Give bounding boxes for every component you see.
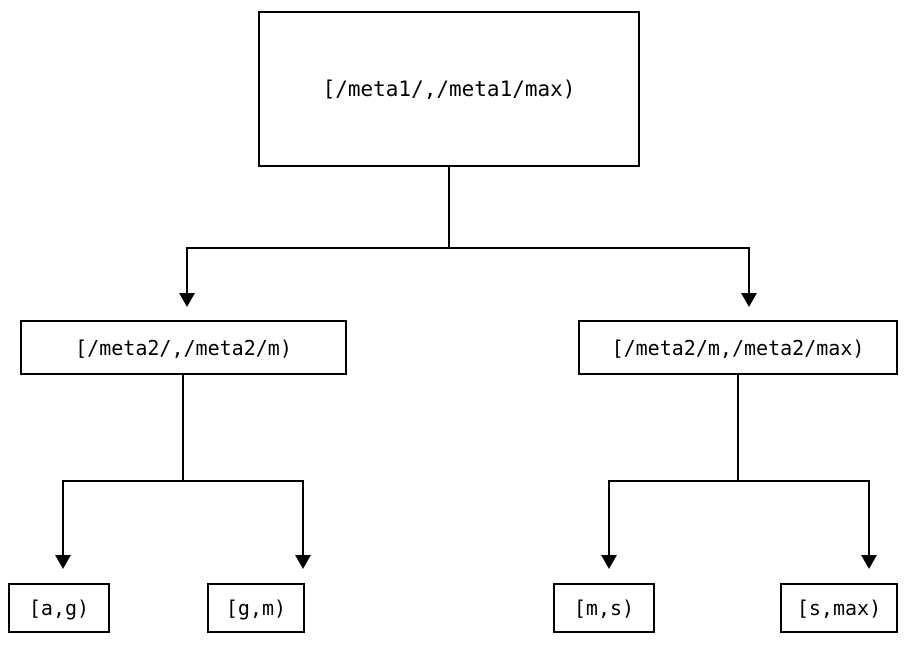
- edge-mid-right-bar: [608, 480, 870, 482]
- arrowhead-icon-root-to-mid-left: [179, 293, 195, 307]
- node-leaf-a-g[interactable]: [a,g): [8, 583, 110, 633]
- edge-root-to-mid-left-drop: [186, 247, 188, 293]
- node-leaf-g-m[interactable]: [g,m): [207, 583, 305, 633]
- edge-mid-right-to-smax-drop: [868, 480, 870, 555]
- node-leaf-m-s-label: [m,s): [573, 596, 635, 620]
- node-meta2-upper[interactable]: [/meta2/m,/meta2/max): [578, 320, 898, 375]
- edge-mid-left-to-gm-drop: [302, 480, 304, 555]
- arrowhead-icon-root-to-mid-right: [741, 293, 757, 307]
- node-leaf-a-g-label: [a,g): [28, 596, 90, 620]
- node-meta2-upper-label: [/meta2/m,/meta2/max): [611, 335, 865, 360]
- edge-mid-right-stem: [737, 375, 739, 481]
- edge-root-bar: [186, 247, 750, 249]
- edge-root-to-mid-right-drop: [748, 247, 750, 293]
- node-root[interactable]: [/meta1/,/meta1/max): [258, 11, 640, 167]
- node-leaf-m-s[interactable]: [m,s): [553, 583, 655, 633]
- edge-mid-right-to-ms-drop: [608, 480, 610, 555]
- node-leaf-g-m-label: [g,m): [225, 596, 287, 620]
- edge-mid-left-bar: [62, 480, 304, 482]
- arrowhead-icon-mid-right-to-smax: [861, 555, 877, 569]
- node-leaf-s-max[interactable]: [s,max): [780, 583, 898, 633]
- node-leaf-s-max-label: [s,max): [796, 596, 882, 620]
- node-meta2-lower-label: [/meta2/,/meta2/m): [75, 335, 292, 360]
- edge-root-stem: [448, 167, 450, 248]
- arrowhead-icon-mid-left-to-gm: [295, 555, 311, 569]
- arrowhead-icon-mid-left-to-ag: [55, 555, 71, 569]
- node-root-label: [/meta1/,/meta1/max): [322, 77, 576, 101]
- edge-mid-left-to-ag-drop: [62, 480, 64, 555]
- node-meta2-lower[interactable]: [/meta2/,/meta2/m): [20, 320, 347, 375]
- edge-mid-left-stem: [182, 375, 184, 481]
- arrowhead-icon-mid-right-to-ms: [601, 555, 617, 569]
